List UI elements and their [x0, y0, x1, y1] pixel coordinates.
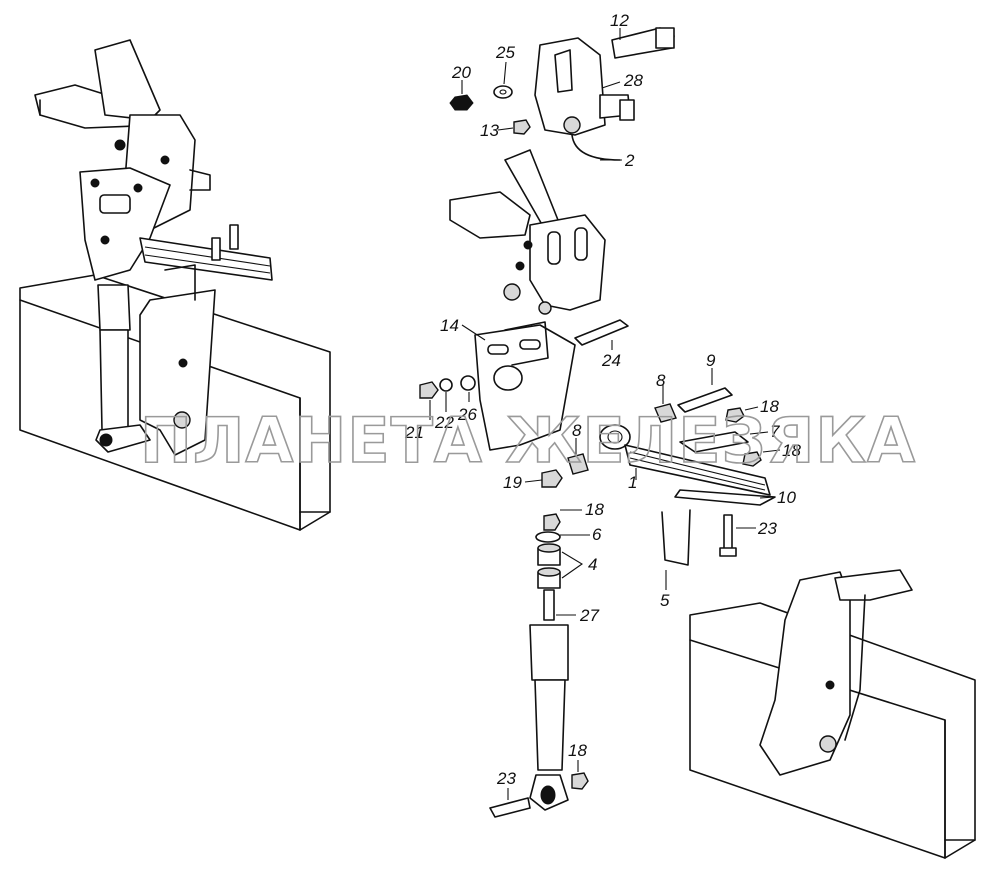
callout-24: 24 — [601, 351, 621, 370]
callout-25: 25 — [495, 43, 515, 62]
callout-8-lower: 8 — [572, 421, 582, 440]
callout-6: 6 — [592, 525, 602, 544]
callout-4: 4 — [588, 555, 597, 574]
callout-2: 2 — [624, 151, 635, 170]
callout-labels: 12 25 20 28 13 2 14 24 9 8 18 7 18 21 22… — [404, 11, 801, 788]
shackle-assembly — [449, 27, 675, 161]
watermark-text: ПЛАНЕТА ЖЕЛЕЗЯКА — [140, 404, 916, 477]
callout-14: 14 — [440, 316, 459, 335]
callout-18-upper: 18 — [760, 397, 779, 416]
callout-27: 27 — [579, 606, 599, 625]
callout-8-upper: 8 — [656, 371, 666, 390]
callout-21: 21 — [404, 423, 424, 442]
assembled-suspension-left — [19, 39, 331, 531]
callout-1: 1 — [628, 473, 637, 492]
mounting-plate — [419, 319, 629, 451]
callout-18-shock: 18 — [568, 741, 587, 760]
shock-absorber — [489, 513, 589, 818]
callout-13: 13 — [480, 121, 499, 140]
callout-18-lower: 18 — [585, 500, 604, 519]
callout-23-lower: 23 — [496, 769, 516, 788]
front-spring-bracket — [449, 149, 606, 315]
callout-18-middle: 18 — [782, 441, 801, 460]
callout-23-upper: 23 — [757, 519, 777, 538]
leader-lines — [429, 28, 781, 800]
leaf-spring — [541, 387, 776, 566]
callout-12: 12 — [610, 11, 629, 30]
callout-9: 9 — [706, 351, 716, 370]
callout-28: 28 — [623, 71, 643, 90]
callout-20: 20 — [451, 63, 471, 82]
callout-22: 22 — [434, 413, 454, 432]
callout-10: 10 — [777, 488, 796, 507]
callout-19: 19 — [503, 473, 522, 492]
callout-5: 5 — [660, 591, 670, 610]
rear-bracket-assembly — [689, 569, 976, 859]
callout-7: 7 — [770, 422, 780, 441]
callout-26: 26 — [457, 405, 477, 424]
